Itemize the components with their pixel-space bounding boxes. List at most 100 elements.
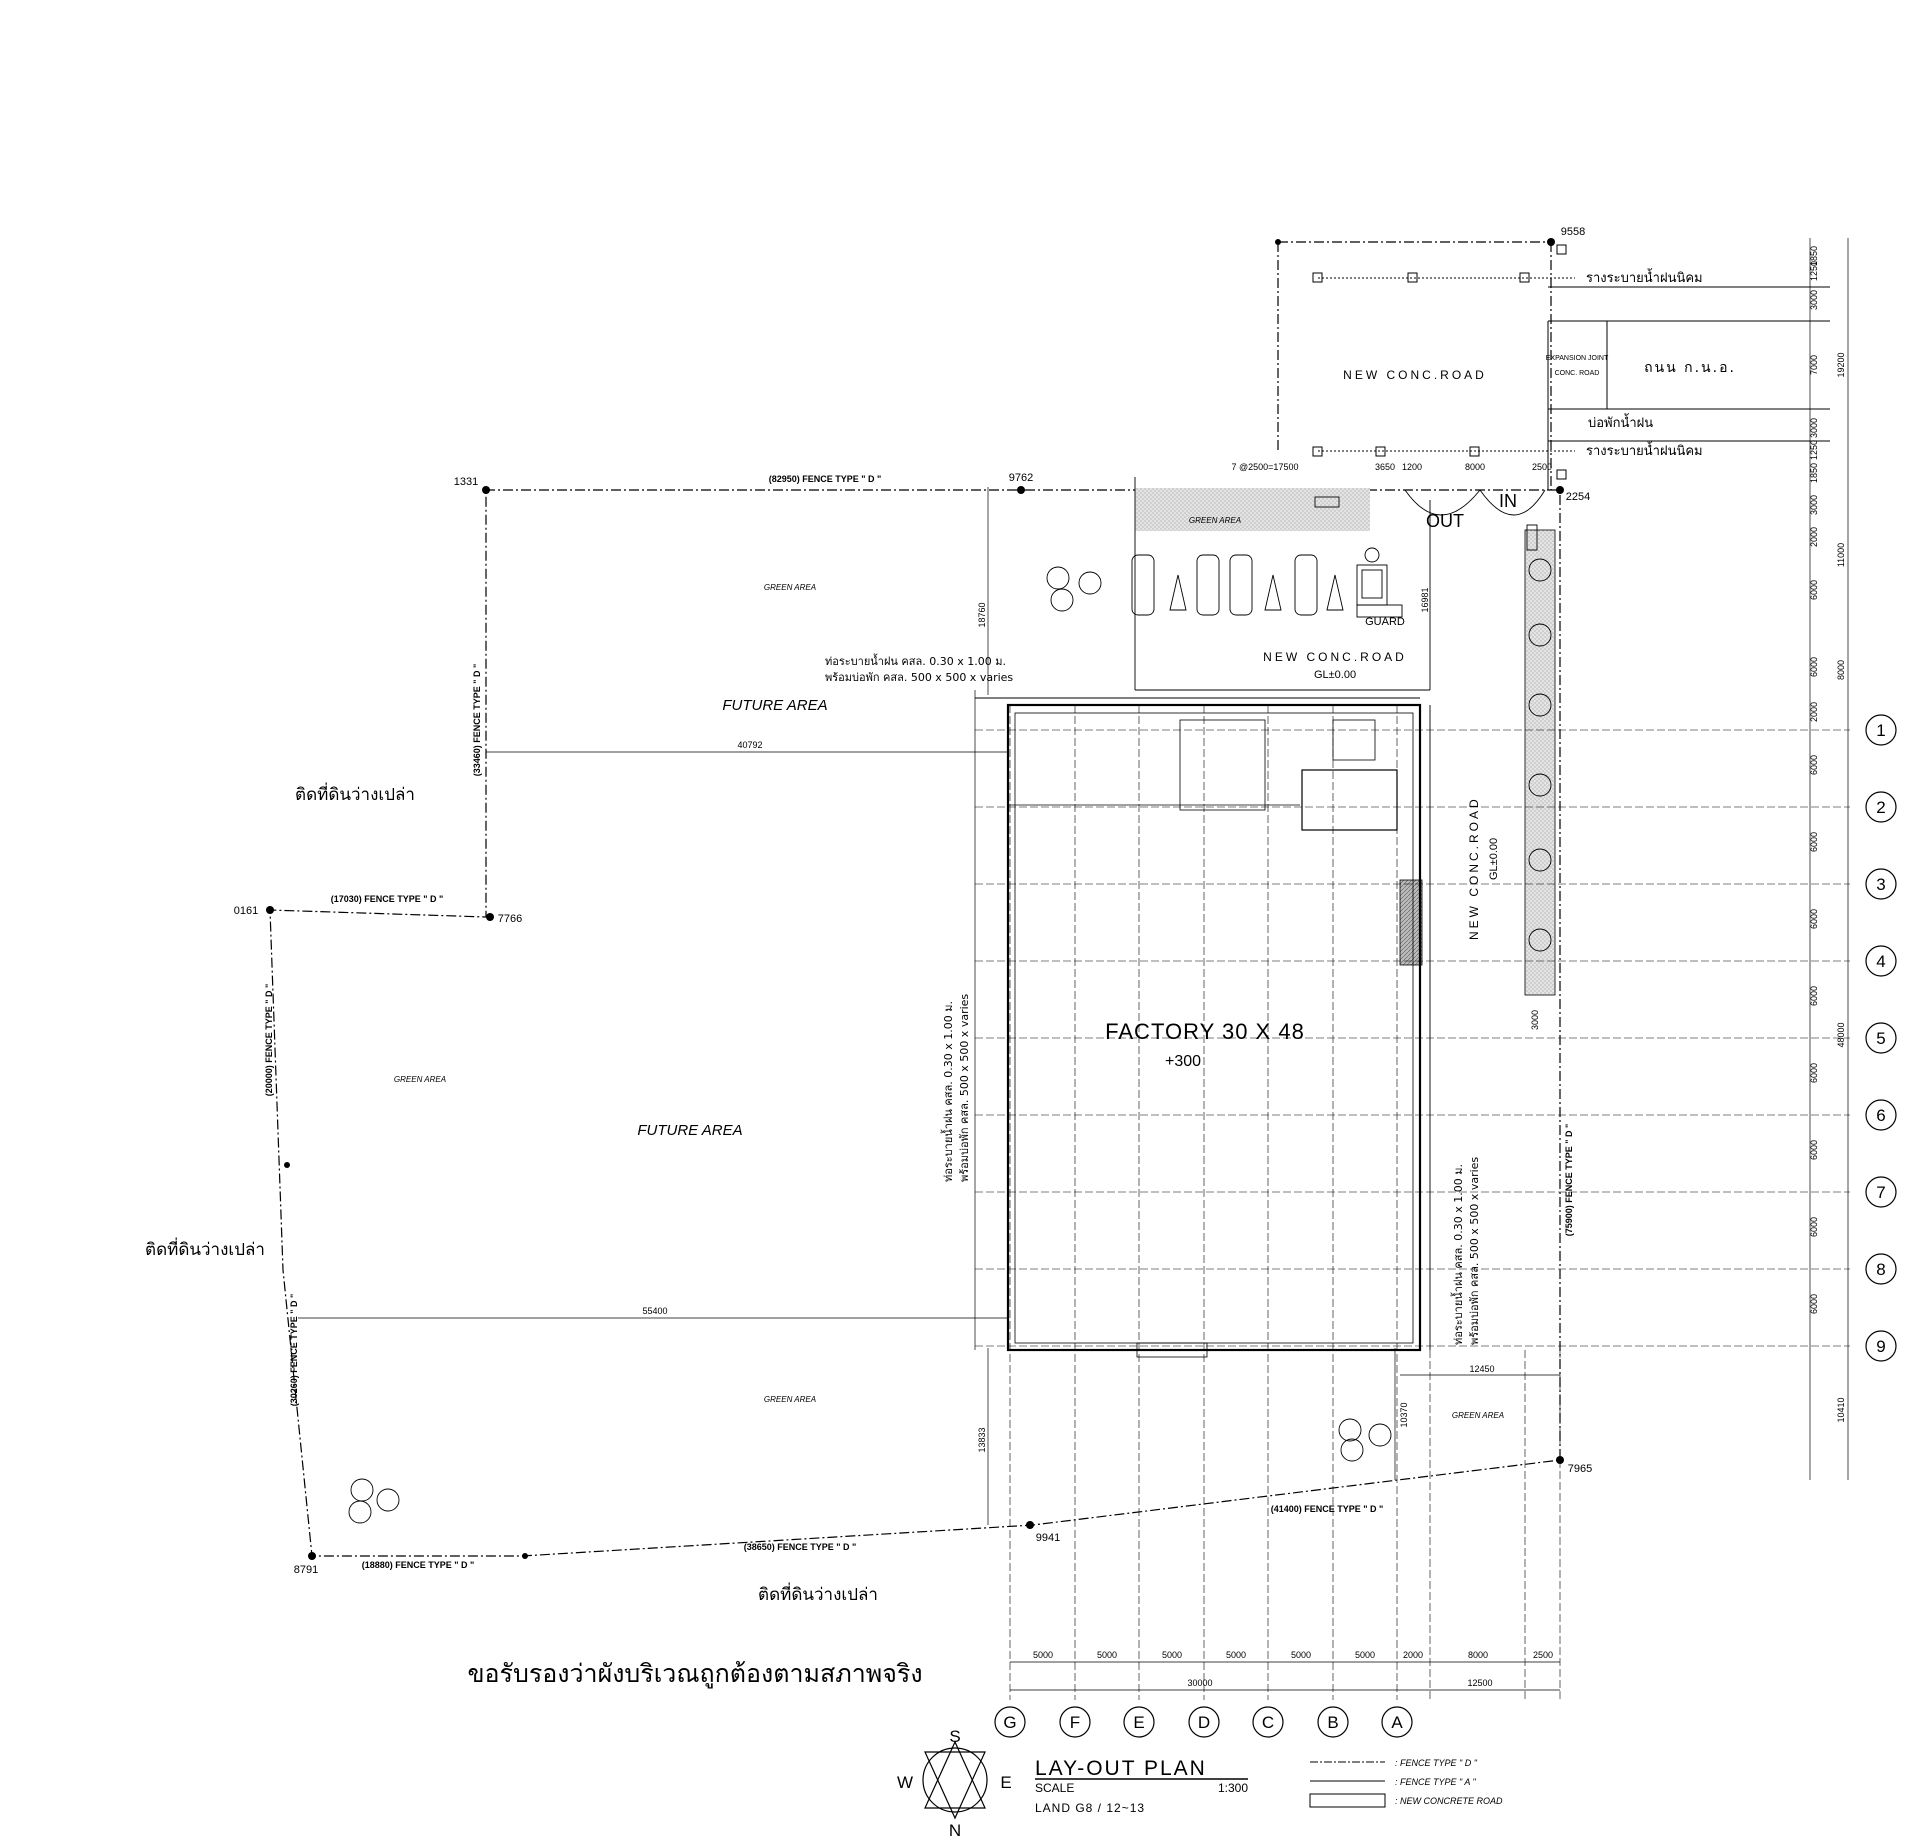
out-label: OUT [1426, 511, 1464, 531]
dim-bottom: 8000 [1468, 1650, 1488, 1660]
grid-row-bubble [1865, 1099, 1897, 1131]
dim-right: 3000 [1809, 495, 1819, 515]
dim-bottom: 5000 [1291, 1650, 1311, 1660]
dim-right: 1850 [1809, 463, 1819, 483]
drain-channel-bottom: รางระบายน้ำฝนนิคม [1586, 441, 1703, 459]
grid-col-label: B [1327, 1713, 1338, 1732]
green-area-label: GREEN AREA [764, 583, 816, 592]
dim-10370: 10370 [1399, 1402, 1409, 1427]
dim-right: 6000 [1809, 1140, 1819, 1160]
grid-row-label: 5 [1876, 1029, 1885, 1048]
fence-label: (41400) FENCE TYPE " D " [1271, 1504, 1384, 1514]
point-label: 2254 [1566, 491, 1590, 503]
grid-row-label: 6 [1876, 1106, 1885, 1125]
grid-col-label: A [1391, 1713, 1403, 1732]
dim-13833: 13833 [977, 1427, 987, 1452]
dim-top-row: 7 @2500=17500 [1232, 462, 1299, 472]
dim-right-total: 11000 [1836, 543, 1846, 567]
grid-row-label: 9 [1876, 1337, 1885, 1356]
tree-icon [1528, 848, 1552, 872]
dim-top-row: 8000 [1465, 462, 1485, 472]
point-label: 9558 [1561, 226, 1585, 238]
certification-note: ขอรับรองว่าผังบริเวณถูกต้องตามสภาพจริง [467, 1659, 922, 1689]
grid-col-bubble [994, 1706, 1026, 1738]
boundary-points [266, 238, 1564, 1560]
tree-icon [348, 1500, 372, 1524]
point-label: 9941 [1036, 1532, 1060, 1544]
drain-channel-top: รางระบายน้ำฝนนิคม [1586, 268, 1703, 286]
dim-right: 3000 [1809, 290, 1819, 310]
dim-bottom: 5000 [1162, 1650, 1182, 1660]
tree-icon [1528, 693, 1552, 717]
point-marker [1026, 1521, 1034, 1529]
adjacent-land-label: ติดที่ดินว่างเปล่า [758, 1582, 878, 1605]
tree-icon [1528, 773, 1552, 797]
grid-col-label: F [1070, 1713, 1080, 1732]
tree-icon [1340, 1438, 1364, 1462]
factory-label: FACTORY 30 X 48 [1105, 1019, 1305, 1044]
fence-label: (30260) FENCE TYPE " D " [289, 1294, 299, 1407]
grid-row-label: 8 [1876, 1260, 1885, 1279]
dim-bottom-total: 30000 [1187, 1678, 1212, 1688]
grid-row-bubble [1865, 1176, 1897, 1208]
point-label: 1331 [454, 476, 478, 488]
dim-bottom: 2000 [1403, 1650, 1423, 1660]
tree-icon [1050, 588, 1074, 612]
grid-col-bubble [1381, 1706, 1413, 1738]
compass-w: W [897, 1773, 913, 1792]
grid-col-label: G [1003, 1713, 1016, 1732]
legend-item: : NEW CONCRETE ROAD [1395, 1796, 1503, 1806]
grid-row-bubble [1865, 1253, 1897, 1285]
property-boundary [269, 241, 1561, 1557]
point-marker [1547, 238, 1555, 246]
tree-strip [1524, 529, 1556, 996]
in-label: IN [1499, 491, 1517, 511]
title: LAY-OUT PLAN [1035, 1757, 1207, 1780]
green-area-label: GREEN AREA [1452, 1411, 1504, 1420]
green-area-label: GREEN AREA [764, 1395, 816, 1404]
compass-s: S [949, 1727, 960, 1746]
dim-right: 6000 [1809, 986, 1819, 1006]
dim-55400: 55400 [642, 1306, 667, 1316]
grid-row-label: 7 [1876, 1183, 1885, 1202]
grid-row-label: 4 [1876, 952, 1885, 971]
point-marker [1556, 486, 1564, 494]
pipe-note-left-1: ท่อระบายน้ำฝน คสล. 0.30 x 1.00 ม. [940, 1001, 955, 1182]
green-area-label: GREEN AREA [1189, 516, 1241, 525]
tree-icon [350, 1478, 374, 1502]
grid-row-label: 3 [1876, 875, 1885, 894]
ramp-hatch [1399, 879, 1423, 966]
grid-col-label: C [1262, 1713, 1274, 1732]
grid-row-bubble [1865, 1330, 1897, 1362]
road-label-top: NEW CONC.ROAD [1343, 368, 1487, 382]
tree-icon [1528, 558, 1552, 582]
entrance-gate [1314, 489, 1546, 551]
factory-level: +300 [1165, 1053, 1201, 1070]
dim-right: 6000 [1809, 755, 1819, 775]
fence-label: (75900) FENCE TYPE " D " [1564, 1124, 1574, 1237]
dim-12450: 12450 [1469, 1364, 1494, 1374]
pipe-note-top-2: พร้อมบ่อพัก คสล. 500 x 500 x varies [825, 671, 1013, 684]
trees [348, 558, 1552, 1524]
dim-top-row: 3650 [1375, 462, 1395, 472]
tree-icon [1078, 571, 1102, 595]
fence-label: (38650) FENCE TYPE " D " [744, 1542, 857, 1552]
land-label: LAND G8 / 12~13 [1035, 1801, 1145, 1815]
future-area-label: FUTURE AREA [722, 697, 827, 714]
tree-icon [1528, 928, 1552, 952]
compass-n: N [949, 1821, 961, 1839]
dim-right: 6000 [1809, 580, 1819, 600]
green-area-label: GREEN AREA [394, 1075, 446, 1084]
point-marker [486, 913, 494, 921]
pipe-note-left-2: พร้อมบ่อพัก คสล. 500 x 500 x varies [958, 994, 971, 1182]
road-gl-side: GL±0.00 [1488, 838, 1500, 880]
adjacent-land-label: ติดที่ดินว่างเปล่า [145, 1237, 265, 1260]
green-area-parking [1135, 488, 1370, 531]
tree-icon [1368, 1423, 1392, 1447]
point-marker [522, 1553, 528, 1559]
fence-label: (18880) FENCE TYPE " D " [362, 1560, 475, 1570]
